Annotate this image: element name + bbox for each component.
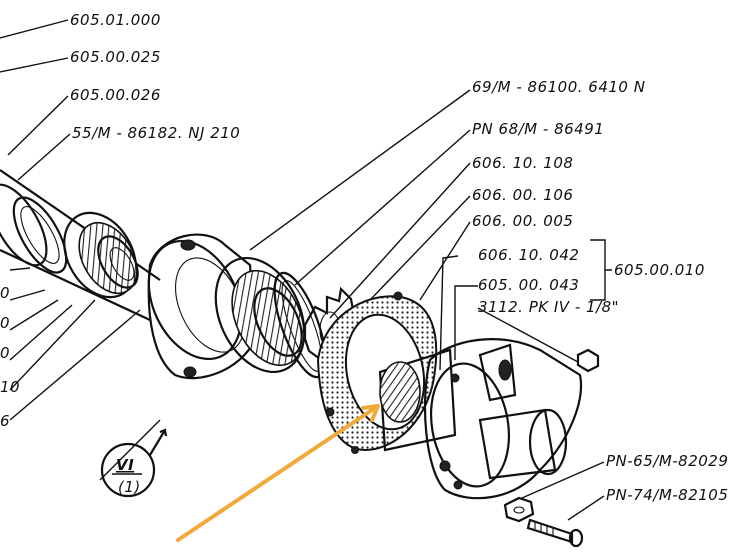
label-pn74: PN-74/M-82105 (606, 486, 728, 504)
label-606-10-108: 606. 10. 108 (472, 154, 573, 172)
label-605-00-043: 605. 00. 043 (478, 276, 579, 294)
annotation-arrow (176, 404, 380, 542)
label-bearing-6410n: 69/M - 86100. 6410 N (472, 78, 645, 96)
hex-nut (503, 496, 535, 523)
plug-screw (576, 348, 600, 373)
edge-label-4: 10 (0, 378, 20, 396)
view-number: (1) (118, 478, 141, 496)
roller-bearing-left (63, 211, 139, 299)
label-605-00-026: 605.00.026 (70, 86, 161, 104)
label-606-10-042: 606. 10. 042 (478, 246, 579, 264)
edge-label-3: 0 (0, 344, 10, 362)
label-pn68: PN 68/M - 86491 (472, 120, 604, 138)
label-pn65: PN-65/M-82029 (606, 452, 728, 470)
shaft-left-rings (0, 169, 161, 321)
label-605-00-025: 605.00.025 (70, 48, 161, 66)
edge-label-1: 0 (0, 284, 10, 302)
bolt (526, 518, 584, 548)
edge-label-5: 6 (0, 412, 10, 430)
view-marker (100, 428, 168, 498)
housing-flange (147, 233, 257, 380)
label-606-00-106: 606. 00. 106 (472, 186, 573, 204)
label-605-01-000: 605.01.000 (70, 11, 161, 29)
leader-lines (0, 19, 612, 521)
label-606-00-005: 606. 00. 005 (472, 212, 573, 230)
label-3112-pk: 3112. PK IV - 1/8" (478, 298, 619, 316)
edge-label-2: 0 (0, 314, 10, 332)
label-605-00-010: 605.00.010 (614, 261, 705, 279)
gasket (316, 291, 438, 454)
roller-bearing-mid (214, 256, 306, 374)
view-roman-numeral: VI (116, 456, 134, 474)
label-bearing-nj210: 55/M - 86182. NJ 210 (72, 124, 240, 142)
pump-end-cover (378, 338, 582, 500)
